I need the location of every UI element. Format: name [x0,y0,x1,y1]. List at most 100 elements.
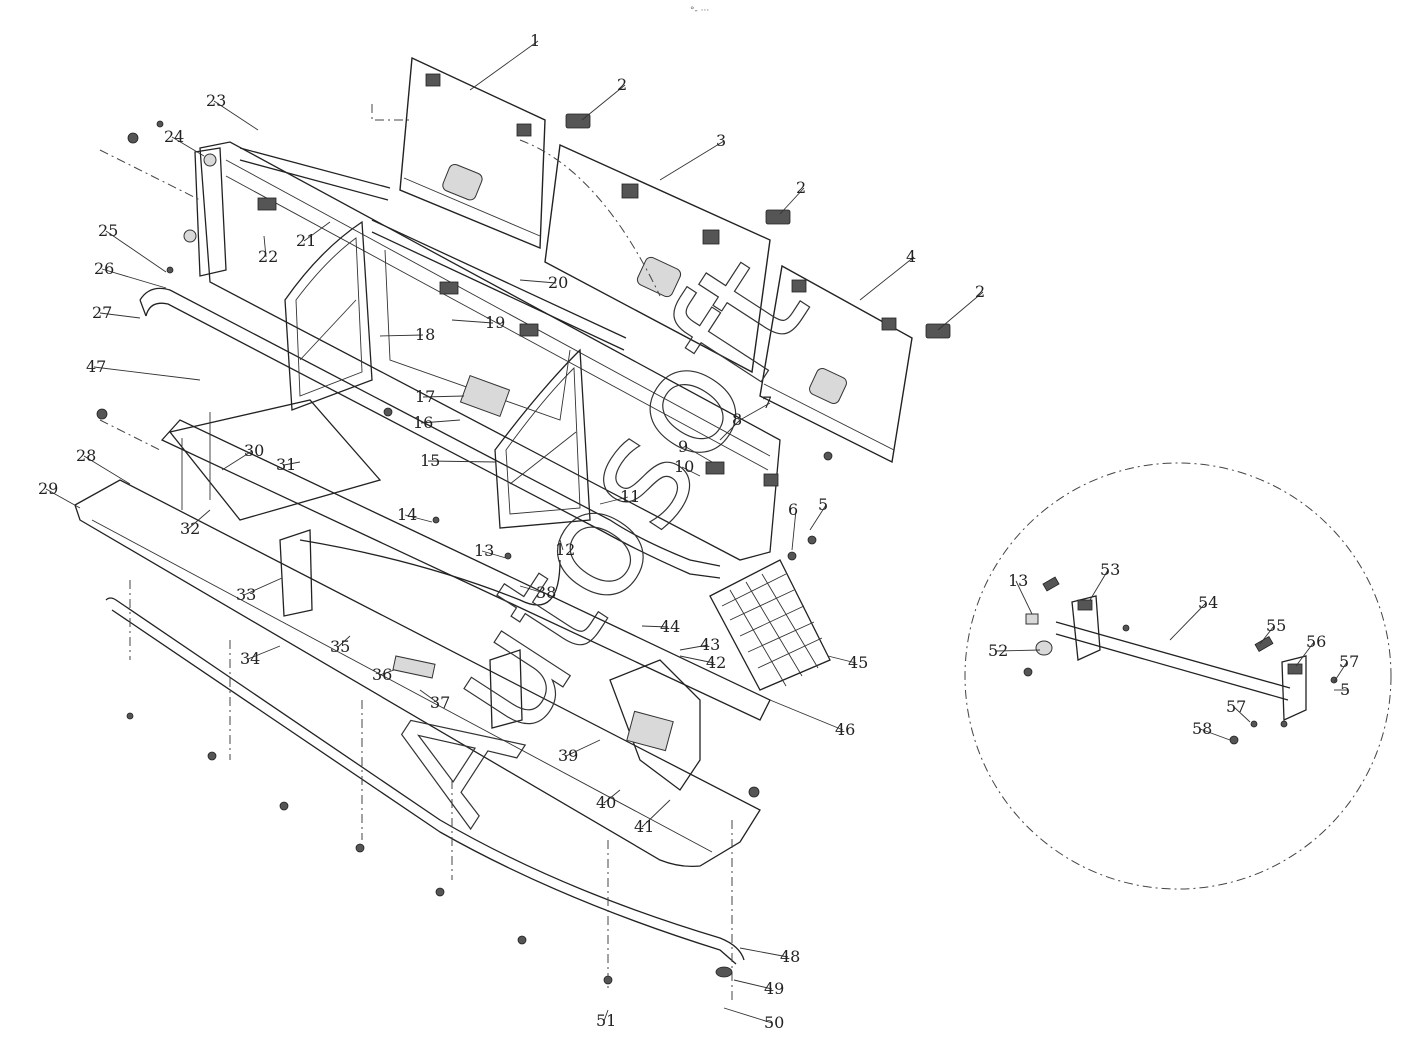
callout-57: 57 [1226,697,1246,716]
panel-4-cutout [809,368,847,404]
callout-34: 34 [240,649,260,668]
leader-line-26 [101,268,167,289]
callout-30: 30 [244,441,264,460]
callout-5: 5 [818,495,828,514]
callout-23: 23 [206,91,226,110]
leader-line-35 [337,635,351,648]
callout-40: 40 [596,793,616,812]
leader-line-29 [45,488,81,509]
leader-line-38 [519,585,545,594]
fastener [156,120,164,128]
callout-4: 4 [906,247,916,266]
detail-circle [964,462,1392,890]
callout-24: 24 [164,127,184,146]
callout-29: 29 [38,479,58,498]
handle-rail-end [139,299,147,317]
nut-13 [1025,613,1039,625]
fastener [504,552,512,560]
callout-15: 15 [420,451,440,470]
callout-49: 49 [764,979,784,998]
left-hinge-53 [1071,595,1101,661]
callout-21: 21 [296,231,316,250]
hinge-block [705,461,725,475]
seal-strip-48 [105,597,745,961]
panel-4-edge [763,383,895,451]
callout-38: 38 [536,583,556,602]
washer-57 [1330,676,1338,684]
mesh-lines [729,573,819,687]
hinge-block [257,197,277,211]
callout-33: 33 [236,585,256,604]
leader-line-47 [93,366,201,381]
callout-10: 10 [674,457,694,476]
callout-6: 6 [788,500,798,519]
fastener [1122,624,1130,632]
callout-44: 44 [660,617,680,636]
leader-line-31 [283,461,301,466]
mesh-grille-45 [709,559,831,691]
hinge-bracket-15 [494,348,591,529]
callout-2: 2 [617,75,627,94]
fastener [748,786,760,798]
bracket-17 [459,375,511,417]
fastener [435,887,445,897]
leader-line-19 [451,319,494,324]
callout-36: 36 [372,665,392,684]
support-post-33 [279,529,313,617]
leader-line-7 [739,402,771,421]
panel-1-cutout [442,163,483,201]
leader-line-10 [681,466,701,477]
frame-left-post [194,147,227,277]
fastener [279,801,289,811]
callout-50: 50 [764,1013,784,1032]
hinge-rod-54 [1055,633,1289,701]
leader-line-49 [733,979,773,990]
washer-57 [1250,720,1258,728]
leader-line-14 [404,514,433,523]
fastener [1280,720,1288,728]
fastener [432,516,440,524]
callout-52: 52 [988,641,1008,660]
center-line [99,419,161,451]
cover-panel-1 [399,56,546,250]
lower-tray-assembly [74,120,833,1000]
leader-line-12 [559,539,564,551]
center-line [519,139,661,297]
mount-hole [203,153,217,167]
upper-cover-panels [371,56,951,464]
callout-53: 53 [1100,560,1120,579]
hinge-plate [1077,599,1093,611]
cover-panel-4 [759,264,913,464]
callout-37: 37 [430,693,450,712]
callout-17: 17 [415,387,435,406]
callout-58: 58 [1192,719,1212,738]
leader-line-1 [469,40,539,91]
callout-11: 11 [620,487,640,506]
leader-line-39 [565,739,601,757]
channel-35 [299,539,561,606]
detail-inset [964,462,1392,890]
hinge-block [519,323,539,337]
fastener [787,551,797,561]
callout-42: 42 [706,653,726,672]
leader-line-53 [1089,569,1109,601]
leader-line-55 [1259,625,1275,645]
callout-13: 13 [474,541,494,560]
callout-2: 2 [796,178,806,197]
frame-crossbar [225,159,771,457]
callout-12: 12 [555,540,575,559]
callout-57: 57 [1339,652,1359,671]
hinge-block [439,281,459,295]
leader-line-24 [171,136,205,157]
mesh-lines [721,573,823,669]
leader-line-25 [105,230,167,273]
top-rail-23 [239,147,391,189]
hinge-brace [509,431,577,485]
leader-line-8 [719,419,741,441]
screw-58 [1229,735,1239,745]
leader-line-32 [187,509,211,530]
hinge-clip-2 [925,323,951,339]
panel-1-edge [403,177,541,237]
leader-line-17 [422,395,465,398]
